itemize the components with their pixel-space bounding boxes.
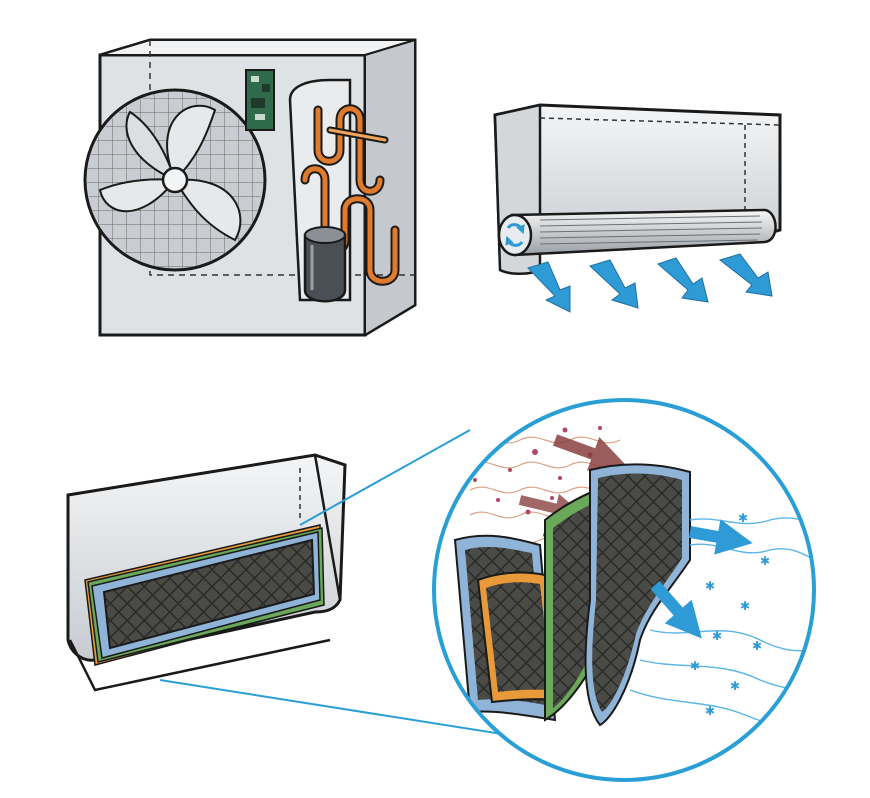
- magnifier-callout-lines: [159, 429, 541, 741]
- snowflake-icons: ✱ ✱ ✱ ✱ ✱ ✱ ✱ ✱ ✱: [690, 511, 770, 718]
- svg-text:✱: ✱: [690, 659, 700, 673]
- svg-text:✱: ✱: [712, 629, 722, 643]
- filter-stack-icon: [84, 524, 325, 666]
- outdoor-condenser-unit: [83, 38, 417, 337]
- fan-icon: [83, 88, 267, 272]
- copper-piping-icon: [300, 104, 400, 286]
- indoor-unit-filter: [66, 453, 347, 692]
- svg-text:✱: ✱: [730, 679, 740, 693]
- indoor-wall-unit: [493, 103, 782, 313]
- svg-text:✱: ✱: [705, 579, 715, 593]
- circuit-board-icon: [245, 69, 275, 131]
- svg-text:✱: ✱: [760, 554, 770, 568]
- svg-text:✱: ✱: [738, 511, 748, 525]
- svg-text:✱: ✱: [752, 639, 762, 653]
- filter-layers-icon: [453, 463, 691, 727]
- filter-detail-lens: ✱ ✱ ✱ ✱ ✱ ✱ ✱ ✱ ✱: [432, 398, 816, 782]
- compressor-icon: [303, 226, 347, 303]
- svg-text:✱: ✱: [740, 599, 750, 613]
- circulation-icon: [497, 213, 533, 257]
- svg-text:✱: ✱: [705, 704, 715, 718]
- cool-airflow-arrows: [527, 253, 773, 313]
